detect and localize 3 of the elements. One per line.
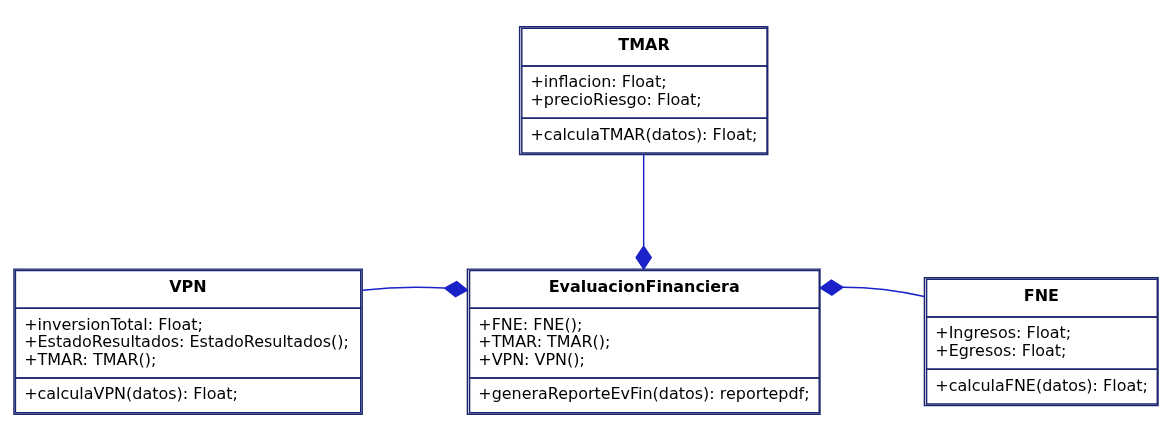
connector [635, 153, 653, 270]
connector [819, 278, 925, 297]
connector [361, 280, 469, 297]
